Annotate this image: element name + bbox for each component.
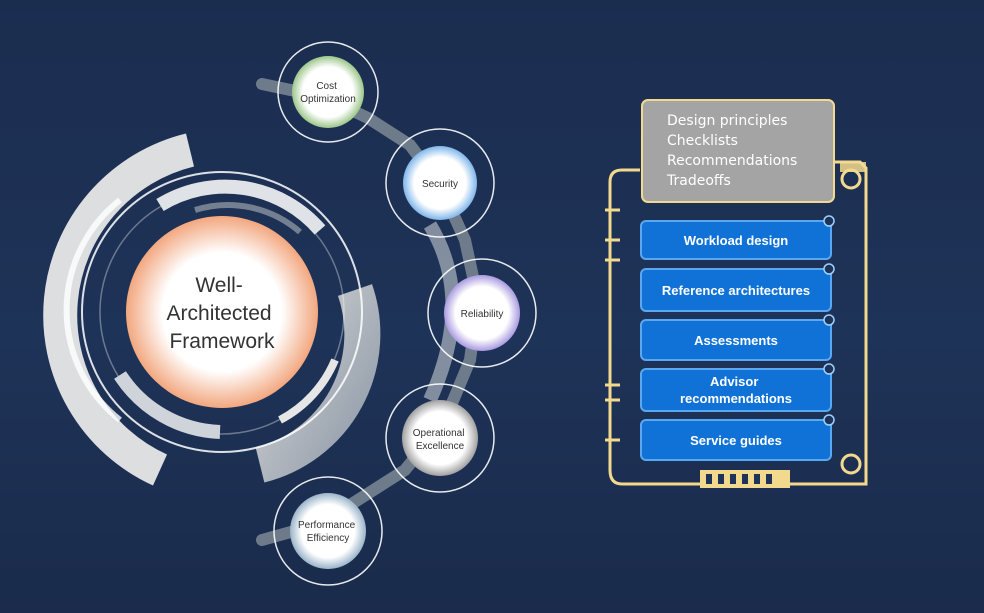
panel-item-assessments: Assessments: [640, 314, 835, 361]
pillar-operational-excellence: Operational Excellence: [385, 383, 495, 493]
panel-item-reference-architectures: Reference architectures: [640, 263, 835, 312]
svg-text:Cost Optimization: Cost Optimization: [300, 81, 356, 105]
svg-text:Service guides: Service guides: [690, 433, 782, 448]
panel-item-advisor-recommendations: Advisor recommendations: [640, 363, 835, 412]
svg-text:Operational Excellence: Operational Excellence: [413, 428, 467, 452]
svg-text:Assessments: Assessments: [694, 333, 778, 348]
pillar-performance-efficiency: Performance Efficiency: [273, 476, 383, 586]
center-title: Well- Architected Framework: [167, 274, 278, 353]
center-decoration-arcs: [43, 133, 381, 486]
pillar-reliability: Reliability: [427, 258, 537, 368]
panel-item-workload-design: Workload design: [640, 215, 835, 260]
pillar-security: Security: [385, 128, 495, 238]
panel-connector: [700, 470, 790, 488]
guidance-panel: Design principles Checklists Recommendat…: [605, 99, 868, 488]
panel-header-box: Design principles Checklists Recommendat…: [641, 99, 835, 203]
center-hub: Well- Architected Framework: [126, 216, 318, 408]
svg-text:Reference architectures: Reference architectures: [662, 283, 810, 298]
svg-text:Advisor recommendation: Advisor recommendations: [680, 374, 792, 406]
panel-item-service-guides: Service guides: [640, 414, 835, 461]
pillar-cost-optimization: Cost Optimization: [277, 41, 379, 143]
svg-text:Reliability: Reliability: [461, 309, 504, 320]
svg-text:Design principles Chec: Design principles Checklists Recommendat…: [666, 113, 802, 189]
svg-text:Security: Security: [422, 179, 458, 190]
svg-text:Workload design: Workload design: [684, 233, 789, 248]
svg-text:Performance Efficiency: Performance Efficiency: [298, 520, 358, 544]
